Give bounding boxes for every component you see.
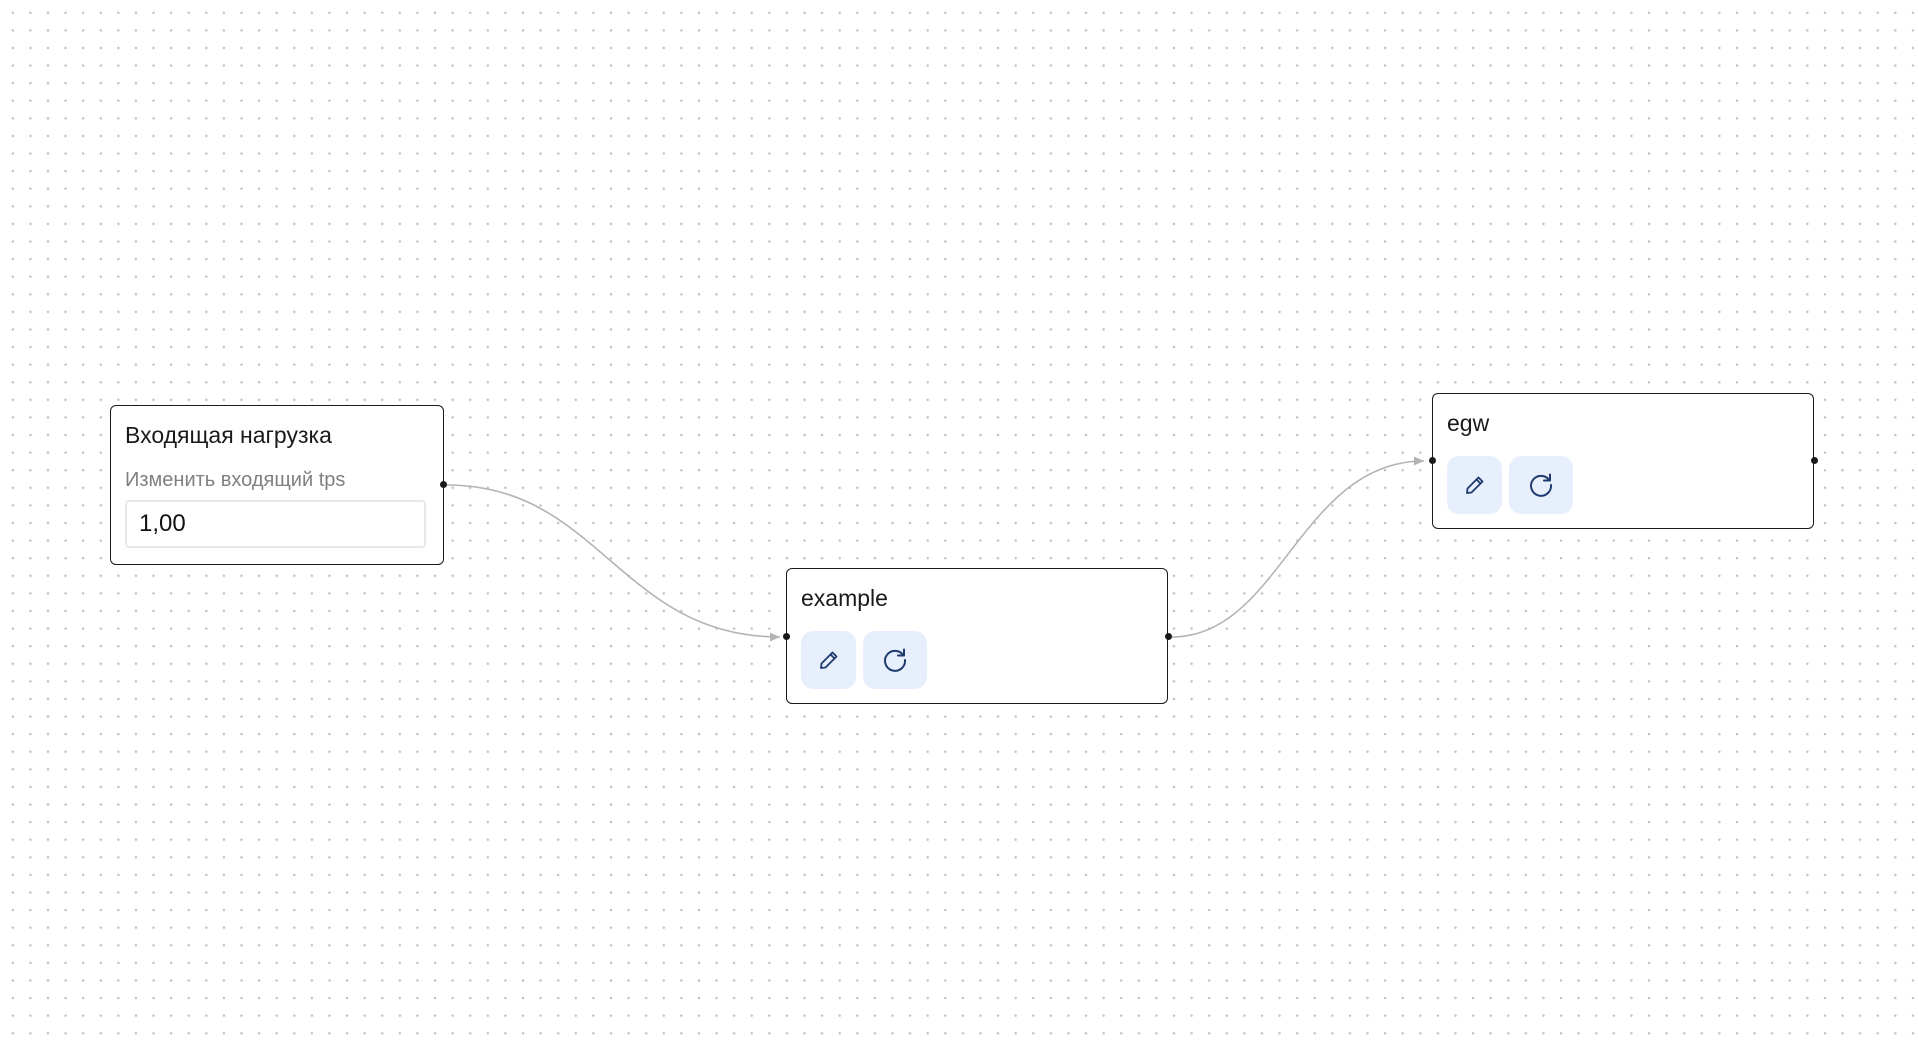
tps-field-label: Изменить входящий tps <box>125 469 346 491</box>
edit-button[interactable] <box>801 631 856 689</box>
egw-target-handle[interactable] <box>1429 457 1436 464</box>
refresh-icon <box>1526 470 1556 500</box>
example-target-handle[interactable] <box>783 633 790 640</box>
refresh-button[interactable] <box>863 631 927 689</box>
refresh-icon <box>880 645 910 675</box>
edge-incoming-to-example[interactable] <box>446 484 781 642</box>
node-title: egw <box>1447 410 1490 436</box>
example-node[interactable]: example <box>786 568 1168 704</box>
edge-example-to-egw[interactable] <box>1171 456 1425 638</box>
edit-button[interactable] <box>1447 456 1502 514</box>
node-title: example <box>801 585 888 611</box>
egw-node[interactable]: egw <box>1432 393 1814 529</box>
refresh-button[interactable] <box>1509 456 1573 514</box>
tps-input[interactable] <box>125 500 426 548</box>
incoming-load-source-handle[interactable] <box>440 481 447 488</box>
incoming-load-node[interactable]: Входящая нагрузка Изменить входящий tps <box>110 405 444 565</box>
example-source-handle[interactable] <box>1165 633 1172 640</box>
egw-source-handle[interactable] <box>1811 457 1818 464</box>
pencil-icon <box>817 648 841 672</box>
pencil-icon <box>1463 473 1487 497</box>
node-title: Входящая нагрузка <box>125 422 332 448</box>
